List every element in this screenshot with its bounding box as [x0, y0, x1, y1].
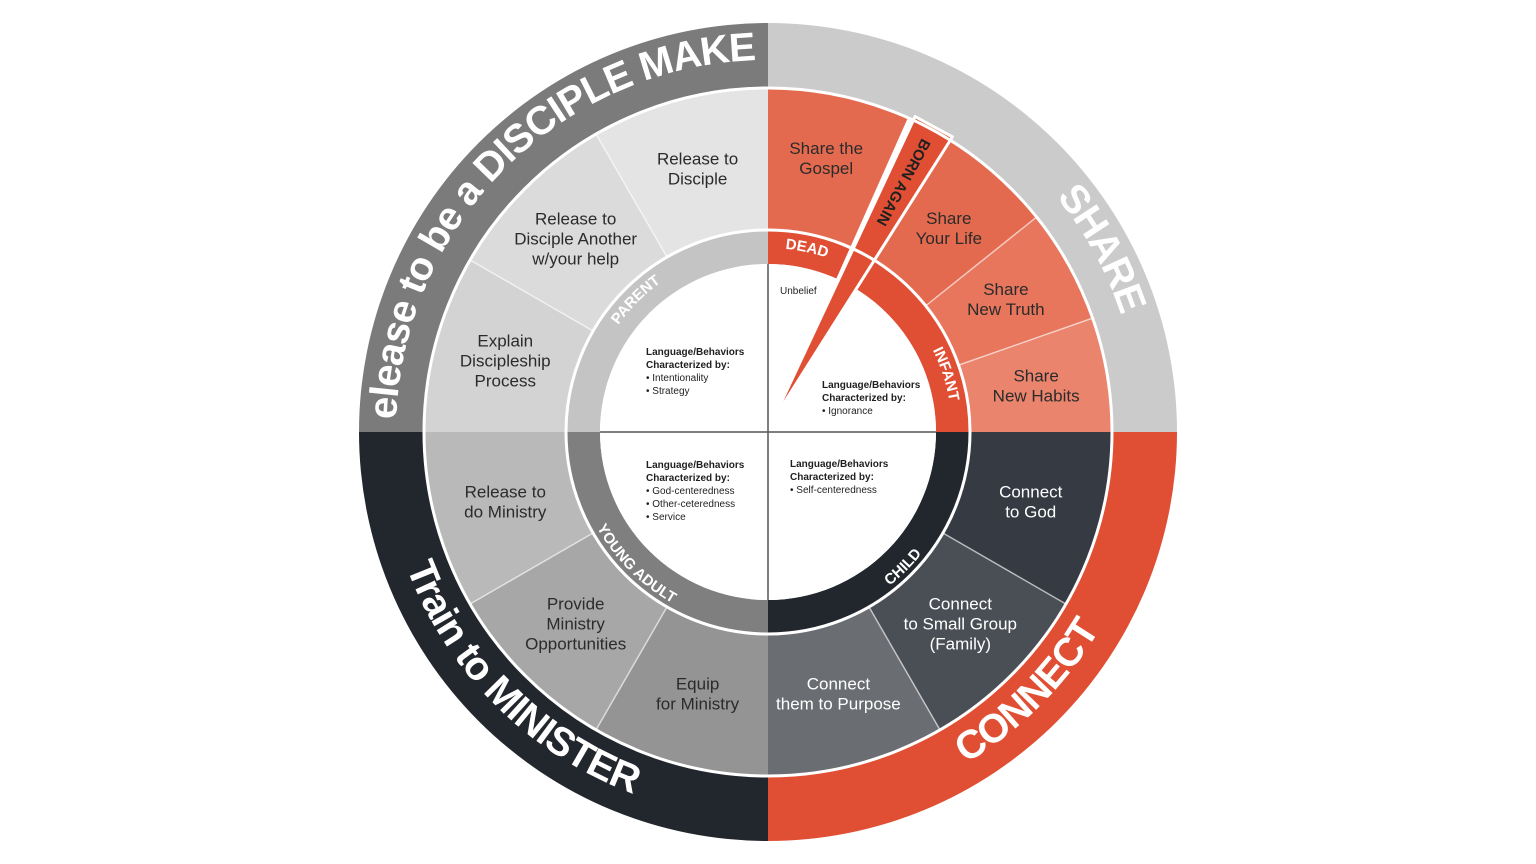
step-divider: [469, 259, 594, 332]
step-divider: [469, 532, 594, 605]
step-segment-release-to-do-ministry: [424, 432, 594, 604]
step-segment-provide-ministry-opportunities: [470, 533, 667, 730]
step-segment-release-to-disciple-another-w-your-help: [470, 134, 667, 331]
stage-ring-dead: [768, 230, 851, 279]
step-divider: [595, 606, 668, 731]
born-again-arrow: [770, 115, 954, 424]
born-again-wedge: [770, 115, 954, 424]
step-segment-release-to-disciple: [596, 88, 768, 258]
stage-ring: [566, 230, 970, 634]
outer-band-share: [768, 432, 1177, 841]
center-label-unbelief: Unbelief: [780, 286, 817, 297]
outer-band-minister: [359, 23, 768, 432]
step-divider: [868, 606, 941, 731]
stage-ring-disciple: [566, 230, 768, 432]
step-divider: [595, 133, 668, 258]
step-segment-share-your-life: [875, 140, 1037, 306]
step-segment-equip-for-ministry: [596, 606, 768, 776]
step-segment-share-the-gospel: [768, 88, 908, 248]
step-ring: [424, 88, 1112, 776]
step-segment-share-new-truth: [925, 217, 1093, 366]
step-divider: [925, 216, 1038, 307]
step-segment-explain-discipleship-process: [424, 260, 594, 432]
outer-band-disciple: [768, 23, 1177, 432]
outer-band-connect: [359, 432, 768, 841]
stage-ring-share: [857, 260, 970, 432]
step-segment-connect-to-god: [942, 432, 1112, 604]
step-segment-share-new-habits: [958, 318, 1112, 432]
step-divider: [942, 532, 1067, 605]
step-divider: [958, 317, 1093, 366]
stage-ring-minister: [566, 432, 768, 634]
step-segment-connect-them-to-purpose: [768, 606, 940, 776]
ring-divider-outer: [422, 86, 1114, 778]
dividers: [422, 86, 1114, 778]
ring-divider-inner: [564, 228, 972, 636]
outer-ring: [359, 23, 1177, 841]
stage-ring-connect: [768, 432, 970, 634]
center-disc: [600, 264, 936, 600]
step-segment-connect-to-small-group-family: [869, 533, 1066, 730]
